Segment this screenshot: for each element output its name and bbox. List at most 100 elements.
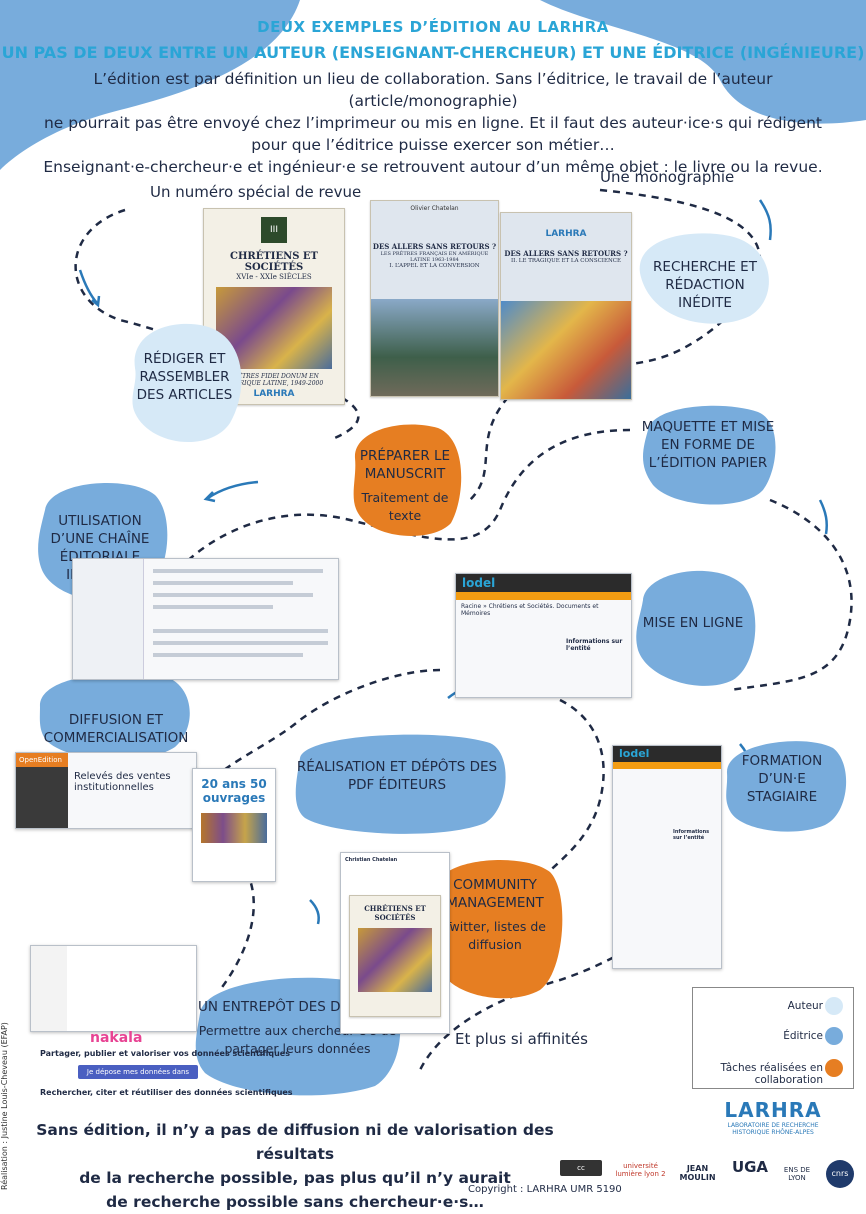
blob-recherche	[639, 233, 769, 324]
openedition-brand: OpenEdition	[16, 753, 68, 767]
nakala-screenshot	[30, 945, 197, 1032]
blob-rediger	[132, 323, 242, 443]
anniversary-screenshot: 20 ans 50 ouvrages	[192, 768, 276, 882]
larhra-logo: LARHRA LABORATOIRE DE RECHERCHE HISTORIQ…	[718, 1098, 828, 1136]
anniversary-images	[201, 813, 267, 843]
anniversary-text: 20 ans 50 ouvrages	[201, 777, 267, 805]
step-community-sub: Twitter, listes de diffusion	[443, 919, 546, 952]
intro-line: ne pourrait pas être envoyé chez l’impri…	[43, 114, 822, 132]
code-panel	[73, 559, 144, 679]
legend-collab-label: Tâches réalisées en collaboration	[720, 1062, 823, 1086]
step-rediger: RÉDIGER ET RASSEMBLER DES ARTICLES	[136, 351, 233, 403]
openedition-screenshot: OpenEdition Relevés des ventes instituti…	[15, 752, 197, 829]
footer-line: Sans édition, il n’y a pas de diffusion …	[36, 1121, 554, 1163]
ens-logo: ENS DE LYON	[783, 1166, 811, 1182]
lodel-screenshot-1: lodel Racine » Chrétiens et Sociétés. Do…	[455, 573, 632, 698]
path-dash-2	[469, 188, 762, 501]
mono-subtitle: LES PRÊTRES FRANÇAIS EN AMÉRIQUE LATINE …	[380, 251, 489, 263]
chaine-editoriale-screenshot	[72, 558, 339, 680]
mono-vol1: I. L’APPEL ET LA CONVERSION	[389, 263, 480, 269]
nakala-search-text: Rechercher, citer et réutiliser des donn…	[40, 1088, 293, 1097]
intro-line: Enseignant·e-chercheur·e et ingénieur·e …	[43, 158, 823, 176]
mono-cover-1-photo	[371, 299, 498, 396]
legend-author: Auteur	[699, 997, 847, 1015]
intro-line: pour que l’éditrice puisse exercer son m…	[251, 136, 615, 154]
revue-subject: PRÊTRES FIDEI DONUM EN AMÉRIQUE LATINE, …	[224, 373, 324, 387]
arrow-2	[758, 199, 772, 241]
blob-preparer	[353, 424, 462, 536]
blob-formation	[726, 741, 847, 832]
blob-pdf	[295, 734, 506, 834]
larhra-logo-sub: LABORATOIRE DE RECHERCHE HISTORIQUE RHÔN…	[727, 1122, 819, 1136]
mono-cover-1: Olivier Chatelan DES ALLERS SANS RETOURS…	[370, 200, 499, 397]
lodel-info: Informations sur l’entité	[566, 638, 623, 652]
arrow-1	[78, 269, 98, 304]
legend-editor: Éditrice	[699, 1027, 847, 1045]
step-pdf: RÉALISATION ET DÉPÔTS DES PDF ÉDITEURS	[296, 759, 498, 793]
jeanmoulin-logo: JEAN MOULIN	[679, 1164, 716, 1182]
legend-editor-label: Éditrice	[783, 1030, 823, 1042]
legend-collab: Tâches réalisées en collaboration	[699, 1059, 847, 1086]
step-community-title: COMMUNITY MANAGEMENT	[446, 877, 544, 911]
step-preparer-title: PRÉPARER LE MANUSCRIT	[359, 448, 451, 482]
arrow-3	[207, 480, 259, 500]
top-right-blob	[540, 0, 866, 124]
revue-number-badge: III	[261, 217, 287, 243]
tweet-author: Christian Chatelan	[345, 857, 398, 863]
legend-author-label: Auteur	[787, 1000, 823, 1012]
lodel-info: Informations sur l’entité	[673, 829, 710, 841]
revue-title: CHRÉTIENS ET SOCIÉTÉS	[364, 904, 426, 922]
cnrs-logo: cnrs	[826, 1160, 854, 1188]
legend-editor-dot	[825, 1027, 843, 1045]
larhra-logo-small: LARHRA	[253, 389, 295, 399]
legend-author-dot	[825, 997, 843, 1015]
tweet-cover-image: CHRÉTIENS ET SOCIÉTÉS	[349, 895, 441, 1017]
step-preparer: PRÉPARER LE MANUSCRIT Traitement de text…	[350, 447, 460, 525]
lyon2-logo: université lumière lyon 2	[615, 1162, 666, 1178]
uga-logo: UGA	[731, 1158, 769, 1176]
mono-author: Olivier Chatelan	[410, 205, 459, 212]
openedition-heading: Relevés des ventes institutionnelles	[74, 771, 171, 793]
lodel-brand: lodel	[613, 746, 721, 762]
credit: Réalisation : Justine Louis-Cheveau (EFA…	[0, 1022, 9, 1190]
step-formation: FORMATION D’UN·E STAGIAIRE	[741, 753, 823, 805]
poster-subtitle: UN PAS DE DEUX ENTRE UN AUTEUR (ENSEIGNA…	[1, 43, 865, 62]
legend-collab-dot	[825, 1059, 843, 1077]
lodel-brand: lodel	[456, 574, 631, 592]
label-special-issue: Un numéro spécial de revue	[150, 183, 362, 201]
step-diffusion: DIFFUSION ET COMMERCIALISATION	[43, 712, 189, 746]
larhra-logo-small: LARHRA	[545, 229, 587, 239]
step-preparer-sub: Traitement de texte	[361, 490, 449, 523]
lodel-screenshot-2: lodel Informations sur l’entité	[612, 745, 722, 969]
larhra-logo-text: LARHRA	[724, 1098, 822, 1122]
arrow-4	[818, 499, 828, 535]
path-dash-7	[418, 898, 701, 1071]
blob-community	[434, 860, 563, 999]
nakala-logo: nakala	[90, 1030, 143, 1046]
mono-cover-2: LARHRA DES ALLERS SANS RETOURS ? II. LE …	[500, 212, 632, 400]
legend: Auteur Éditrice Tâches réalisées en coll…	[692, 987, 854, 1089]
path-dash-4	[729, 498, 853, 692]
mono-title: DES ALLERS SANS RETOURS ?	[504, 249, 628, 258]
step-maquette: MAQUETTE ET MISE EN FORME DE L’ÉDITION P…	[641, 419, 775, 471]
lodel-breadcrumb: Racine » Chrétiens et Sociétés. Document…	[461, 603, 599, 617]
intro-line: L’édition est par définition un lieu de …	[93, 70, 773, 110]
openedition-sidebar: OpenEdition	[16, 753, 68, 828]
step-recherche: RECHERCHE ET RÉDACTION INÉDITE	[653, 259, 757, 311]
copyright: Copyright : LARHRA UMR 5190	[468, 1184, 622, 1195]
nakala-share-text: Partager, publier et valoriser vos donné…	[40, 1049, 290, 1058]
step-community: COMMUNITY MANAGEMENT Twitter, listes de …	[432, 876, 558, 954]
mono-title: DES ALLERS SANS RETOURS ?	[372, 242, 497, 251]
mono-vol2: II. LE TRAGIQUE ET LA CONSCIENCE	[510, 258, 622, 264]
step-enligne: MISE EN LIGNE	[642, 615, 744, 631]
revue-title: CHRÉTIENS ET SOCIÉTÉS	[230, 251, 318, 273]
nakala-deposit-button[interactable]: Je dépose mes données dans nakala	[78, 1065, 198, 1090]
cc-license-icon: cc	[560, 1160, 602, 1176]
arrow-7	[309, 899, 320, 925]
top-left-blob	[0, 0, 300, 170]
path-dash-3	[169, 428, 631, 581]
revue-period: XVIe - XXIe SIÈCLES	[236, 273, 312, 281]
poster-title: DEUX EXEMPLES D’ÉDITION AU LARHRA	[257, 18, 609, 36]
path-dash-6	[539, 698, 605, 881]
tweet-screenshot: Christian Chatelan CHRÉTIENS ET SOCIÉTÉS	[340, 852, 450, 1034]
